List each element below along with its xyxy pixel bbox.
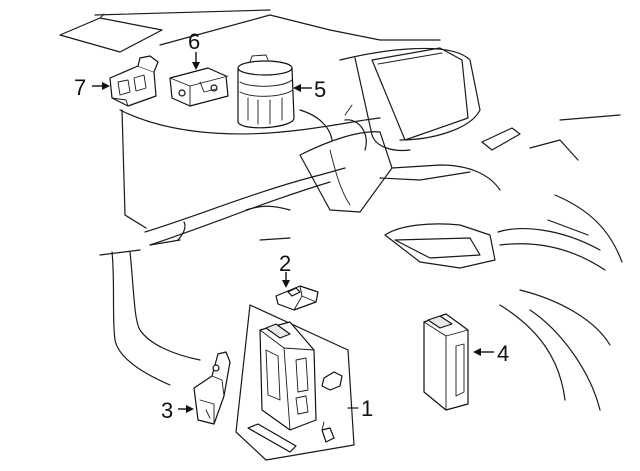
callout-2: 2 bbox=[279, 251, 291, 276]
callout-4: 4 bbox=[497, 341, 509, 366]
part-6-switch-module bbox=[169, 67, 229, 107]
part-5-cylinder-unit bbox=[237, 54, 295, 129]
callout-labels: 7 6 5 2 3 4 1 bbox=[74, 29, 509, 423]
part-3-mount-bracket bbox=[193, 351, 231, 425]
callout-arrows bbox=[92, 52, 494, 413]
callout-7: 7 bbox=[74, 75, 86, 100]
callout-6: 6 bbox=[188, 29, 200, 54]
part-4-control-unit bbox=[423, 313, 469, 411]
callout-5: 5 bbox=[314, 77, 326, 102]
part-7-relay-block bbox=[109, 55, 159, 107]
part-1-module-assembly bbox=[235, 304, 359, 461]
part-2-bracket bbox=[275, 285, 319, 311]
callout-3: 3 bbox=[161, 398, 173, 423]
callout-1: 1 bbox=[361, 396, 373, 421]
dashboard-outline bbox=[59, 9, 623, 411]
